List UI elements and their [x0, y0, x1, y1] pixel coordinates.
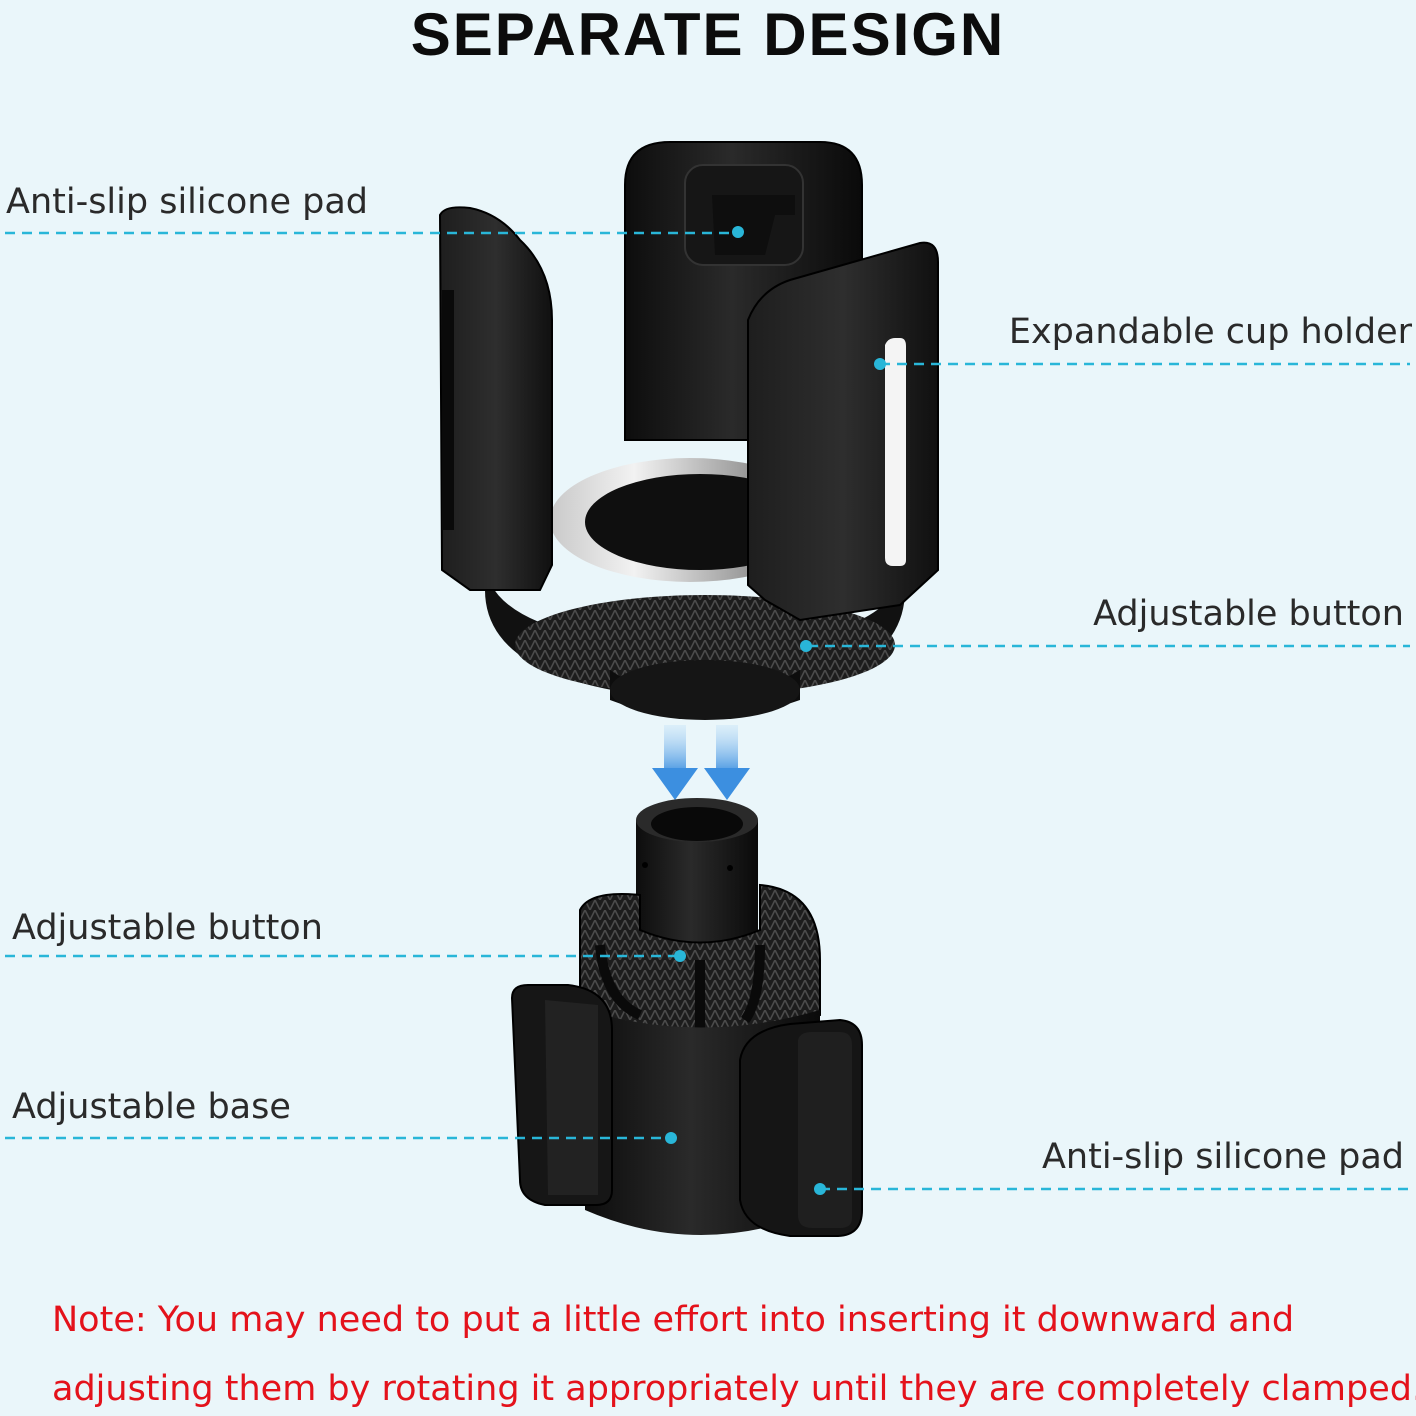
- callout-anti-slip-pad-bottom: Anti-slip silicone pad: [1041, 1137, 1404, 1177]
- dot-bottom-right-pad: [814, 1183, 826, 1195]
- dot-bottom-button: [674, 950, 686, 962]
- callout-adjustable-button-bottom: Adjustable button: [12, 908, 323, 948]
- dot-base: [665, 1132, 677, 1144]
- note-line-1: Note: You may need to put a little effor…: [52, 1300, 1295, 1340]
- dot-top-left-pad: [732, 226, 744, 238]
- callout-anti-slip-pad-top: Anti-slip silicone pad: [6, 182, 369, 222]
- callout-adjustable-button-top: Adjustable button: [1093, 594, 1404, 634]
- leader-dots: [665, 226, 886, 1195]
- callout-expandable-cup-holder: Expandable cup holder: [1008, 312, 1412, 352]
- note-line-2: adjusting them by rotating it appropriat…: [52, 1369, 1416, 1409]
- leader-lines: [5, 231, 1410, 1191]
- dot-top-button: [800, 640, 812, 652]
- insert-arrows: [652, 725, 750, 800]
- cup-holder-top: [438, 141, 939, 720]
- callout-adjustable-base: Adjustable base: [12, 1087, 291, 1127]
- page-title: SEPARATE DESIGN: [410, 1, 1006, 68]
- cup-holder-base: [510, 798, 863, 1237]
- dot-expandable-holder: [874, 358, 886, 370]
